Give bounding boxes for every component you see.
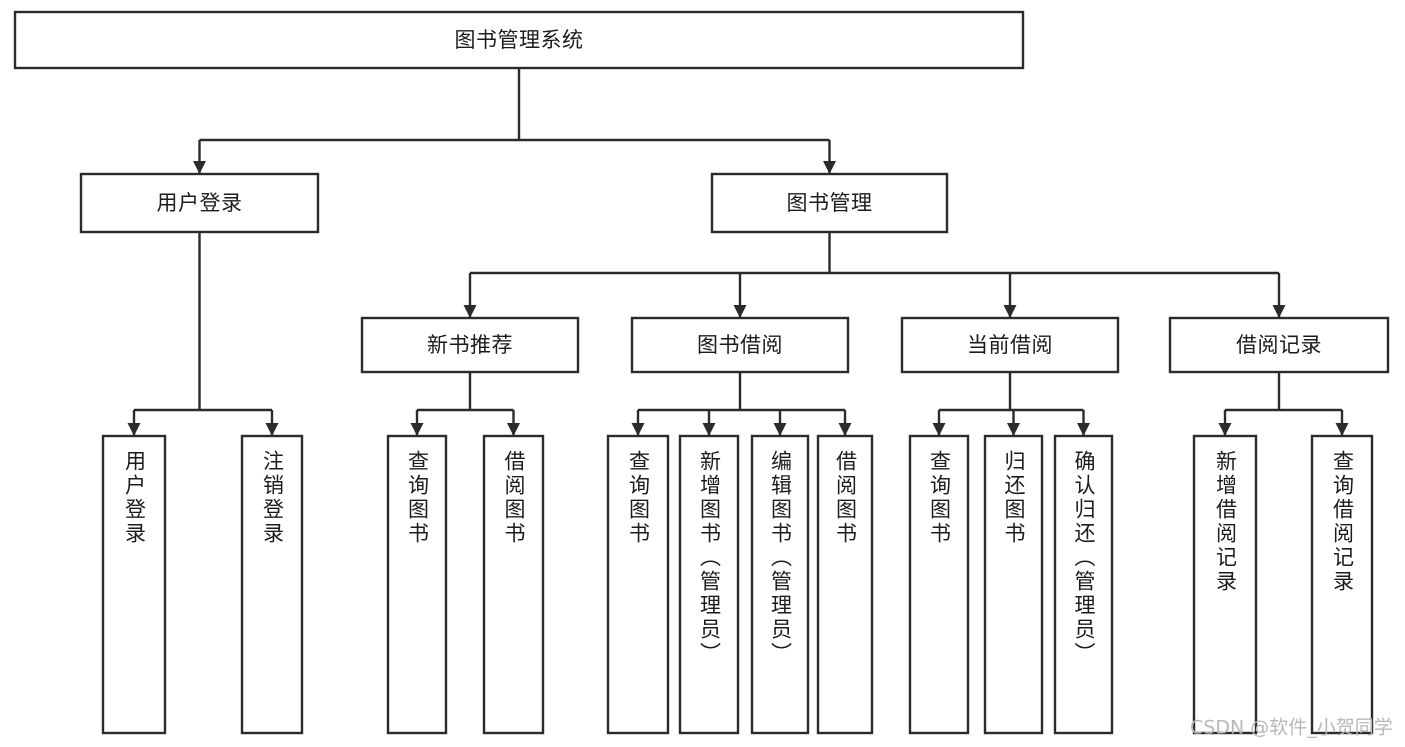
arrow-head-icon	[410, 423, 424, 436]
node-leaf-borrow-book-rec-rect[interactable]	[482, 434, 545, 735]
node-leaf-return-book[interactable]	[983, 434, 1044, 735]
node-new-book-rec-label: 新书推荐	[427, 333, 513, 357]
node-user-login[interactable]: 用户登录	[79, 172, 320, 234]
arrow-head-icon	[507, 423, 520, 436]
node-leaf-user-logout[interactable]	[240, 434, 304, 735]
node-borrow-record-label: 借阅记录	[1236, 333, 1322, 357]
arrow-head-icon	[1077, 423, 1090, 436]
node-user-login-label: 用户登录	[157, 191, 243, 215]
node-current-borrow-label: 当前借阅	[967, 333, 1053, 357]
node-leaf-user-logout-rect[interactable]	[240, 434, 304, 735]
node-leaf-query-book-borrow[interactable]	[606, 434, 670, 735]
node-leaf-query-book-current[interactable]	[908, 434, 970, 735]
node-leaf-return-book-rect[interactable]	[983, 434, 1044, 735]
arrow-head-icon	[733, 305, 747, 318]
node-book-borrow[interactable]: 图书借阅	[630, 316, 850, 374]
arrow-head-icon	[1272, 305, 1286, 318]
arrow-head-icon	[1003, 305, 1017, 318]
node-leaf-query-book-rec[interactable]	[386, 434, 448, 735]
node-leaf-edit-book-rect[interactable]	[750, 434, 810, 735]
arrow-head-icon	[823, 161, 836, 174]
arrow-head-icon	[1335, 423, 1349, 436]
node-borrow-record[interactable]: 借阅记录	[1168, 316, 1390, 374]
node-leaf-query-record[interactable]	[1310, 434, 1374, 735]
arrow-head-icon	[631, 423, 645, 436]
node-leaf-borrow-book-rect[interactable]	[816, 434, 874, 735]
node-leaf-query-record-rect[interactable]	[1310, 434, 1374, 735]
node-leaf-edit-book[interactable]	[750, 434, 810, 735]
arrow-head-icon	[702, 423, 716, 436]
node-book-manage-label: 图书管理	[787, 191, 873, 215]
arrow-head-icon	[932, 423, 946, 436]
node-root-rect[interactable]	[13, 10, 1025, 70]
node-leaf-borrow-book[interactable]	[816, 434, 874, 735]
node-leaf-query-book-current-rect[interactable]	[908, 434, 970, 735]
node-leaf-add-book-rect[interactable]	[678, 434, 740, 735]
node-leaf-query-book-rec-rect[interactable]	[386, 434, 448, 735]
arrow-head-icon	[838, 423, 852, 436]
node-book-borrow-label: 图书借阅	[697, 333, 783, 357]
arrow-head-icon	[265, 423, 279, 436]
node-book-borrow-rect[interactable]	[630, 316, 850, 374]
arrow-head-icon	[127, 423, 141, 436]
arrow-head-icon	[773, 423, 787, 436]
node-leaf-add-book[interactable]	[678, 434, 740, 735]
node-root[interactable]: 图书管理系统	[13, 10, 1025, 70]
node-leaf-add-record-rect[interactable]	[1192, 434, 1258, 735]
node-book-manage[interactable]: 图书管理	[710, 172, 949, 234]
node-leaf-user-login[interactable]	[101, 434, 167, 735]
node-current-borrow[interactable]: 当前借阅	[900, 316, 1120, 374]
node-root-label: 图书管理系统	[455, 28, 584, 52]
csdn-watermark: CSDN @软件_小贺同学	[1190, 717, 1393, 739]
node-current-borrow-rect[interactable]	[900, 316, 1120, 374]
node-book-manage-rect[interactable]	[710, 172, 949, 234]
node-leaf-user-login-rect[interactable]	[101, 434, 167, 735]
arrow-head-icon	[1007, 423, 1020, 436]
node-leaf-confirm-return[interactable]	[1053, 434, 1114, 735]
node-new-book-rec[interactable]: 新书推荐	[360, 316, 580, 374]
node-leaf-confirm-return-rect[interactable]	[1053, 434, 1114, 735]
arrow-head-icon	[463, 305, 477, 318]
node-borrow-record-rect[interactable]	[1168, 316, 1390, 374]
node-leaf-query-book-borrow-rect[interactable]	[606, 434, 670, 735]
arrow-head-icon	[1218, 423, 1232, 436]
node-leaf-add-record[interactable]	[1192, 434, 1258, 735]
node-new-book-rec-rect[interactable]	[360, 316, 580, 374]
connectors-layer	[127, 68, 1349, 436]
arrow-head-icon	[193, 161, 206, 174]
node-leaf-borrow-book-rec[interactable]	[482, 434, 545, 735]
node-user-login-rect[interactable]	[79, 172, 320, 234]
